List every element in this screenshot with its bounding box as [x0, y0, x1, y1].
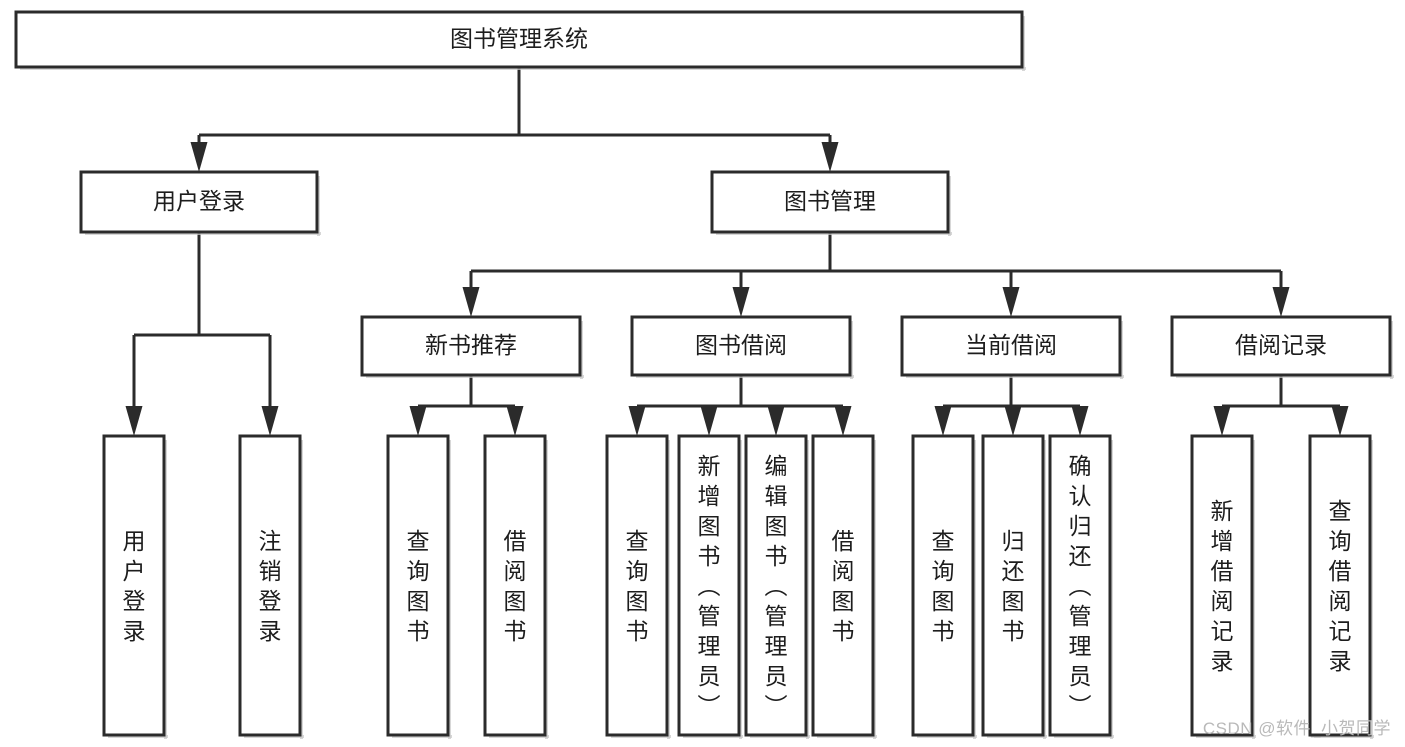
node-leaf-query-book-borrow[interactable]: 查询图书	[605, 434, 671, 739]
arrow-head-icon	[628, 406, 646, 436]
node-label: 新增图书︵管理员︶	[698, 453, 721, 719]
node-current[interactable]: 当前借阅	[900, 315, 1124, 379]
node-box[interactable]	[811, 434, 875, 737]
node-label: 借阅图书	[832, 528, 855, 644]
node-box[interactable]	[238, 434, 302, 737]
node-label: 当前借阅	[965, 332, 1057, 358]
node-box[interactable]	[710, 170, 950, 234]
node-box[interactable]	[981, 434, 1045, 737]
node-label: 图书借阅	[695, 332, 787, 358]
node-box[interactable]	[360, 315, 582, 377]
node-label: 注销登录	[259, 528, 282, 644]
edge-group-newbook	[409, 375, 524, 436]
arrow-head-icon	[1272, 287, 1290, 317]
node-label: 用户登录	[123, 528, 146, 644]
arrow-head-icon	[767, 406, 785, 436]
node-box[interactable]	[605, 434, 669, 737]
connector-layer	[125, 67, 1349, 436]
node-record[interactable]: 借阅记录	[1170, 315, 1394, 379]
node-leaf-add-record[interactable]: 新增借阅记录	[1190, 434, 1256, 739]
node-leaf-add-book[interactable]: 新增图书︵管理员︶	[677, 434, 743, 739]
arrow-head-icon	[934, 406, 952, 436]
node-layer: 图书管理系统用户登录图书管理新书推荐图书借阅当前借阅借阅记录用户登录注销登录查询…	[14, 10, 1394, 739]
node-newbook[interactable]: 新书推荐	[360, 315, 584, 379]
node-leaf-logout[interactable]: 注销登录	[238, 434, 304, 739]
node-box[interactable]	[1308, 434, 1372, 737]
node-login[interactable]: 用户登录	[79, 170, 321, 236]
node-leaf-query-book-current[interactable]: 查询图书	[911, 434, 977, 739]
node-box[interactable]	[900, 315, 1122, 377]
arrow-head-icon	[700, 406, 718, 436]
node-borrow[interactable]: 图书借阅	[630, 315, 854, 379]
node-label: 查询借阅记录	[1329, 498, 1352, 674]
edge-group-login	[125, 232, 279, 436]
node-label: 查询图书	[626, 528, 649, 644]
arrow-head-icon	[506, 406, 524, 436]
node-label: 确认归还︵管理员︶	[1069, 453, 1092, 719]
edge-group-record	[1213, 375, 1349, 436]
node-leaf-user-login[interactable]: 用户登录	[102, 434, 168, 739]
node-box[interactable]	[677, 434, 741, 737]
node-label: 用户登录	[153, 188, 245, 214]
arrow-head-icon	[1213, 406, 1231, 436]
node-label: 图书管理系统	[450, 26, 588, 52]
node-leaf-query-record[interactable]: 查询借阅记录	[1308, 434, 1374, 739]
node-box[interactable]	[386, 434, 450, 737]
node-box[interactable]	[630, 315, 852, 377]
arrow-head-icon	[125, 406, 143, 436]
edge-group-current	[934, 375, 1089, 436]
node-leaf-confirm-return[interactable]: 确认归还︵管理员︶	[1048, 434, 1114, 739]
node-box[interactable]	[911, 434, 975, 737]
node-label: 借阅记录	[1235, 332, 1327, 358]
node-label: 借阅图书	[504, 528, 527, 644]
arrow-head-icon	[261, 406, 279, 436]
node-leaf-borrow-book-new[interactable]: 借阅图书	[483, 434, 549, 739]
node-leaf-query-book-new[interactable]: 查询图书	[386, 434, 452, 739]
node-box[interactable]	[102, 434, 166, 737]
node-bookmgr[interactable]: 图书管理	[710, 170, 952, 236]
arrow-head-icon	[1331, 406, 1349, 436]
arrow-head-icon	[1071, 406, 1089, 436]
arrow-head-icon	[1004, 406, 1022, 436]
arrow-head-icon	[1002, 287, 1020, 317]
node-label: 图书管理	[784, 188, 876, 214]
node-leaf-edit-book[interactable]: 编辑图书︵管理员︶	[744, 434, 810, 739]
node-box[interactable]	[744, 434, 808, 737]
arrow-head-icon	[821, 142, 839, 172]
arrow-head-icon	[834, 406, 852, 436]
node-leaf-return-book[interactable]: 归还图书	[981, 434, 1047, 739]
node-box[interactable]	[1048, 434, 1112, 737]
arrow-head-icon	[409, 406, 427, 436]
edge-group-root	[190, 67, 839, 172]
node-label: 查询图书	[407, 528, 430, 644]
node-box[interactable]	[1190, 434, 1254, 737]
node-leaf-borrow-book[interactable]: 借阅图书	[811, 434, 877, 739]
arrow-head-icon	[462, 287, 480, 317]
edge-group-bookmgr	[462, 232, 1290, 317]
node-label: 编辑图书︵管理员︶	[765, 453, 788, 719]
node-label: 查询图书	[932, 528, 955, 644]
node-box[interactable]	[483, 434, 547, 737]
node-label: 新增借阅记录	[1211, 498, 1234, 674]
arrow-head-icon	[732, 287, 750, 317]
edge-group-borrow	[628, 375, 852, 436]
node-box[interactable]	[14, 10, 1024, 69]
node-label: 归还图书	[1002, 528, 1025, 644]
node-label: 新书推荐	[425, 332, 517, 358]
arrow-head-icon	[190, 142, 208, 172]
node-box[interactable]	[79, 170, 319, 234]
node-root[interactable]: 图书管理系统	[14, 10, 1026, 71]
node-box[interactable]	[1170, 315, 1392, 377]
